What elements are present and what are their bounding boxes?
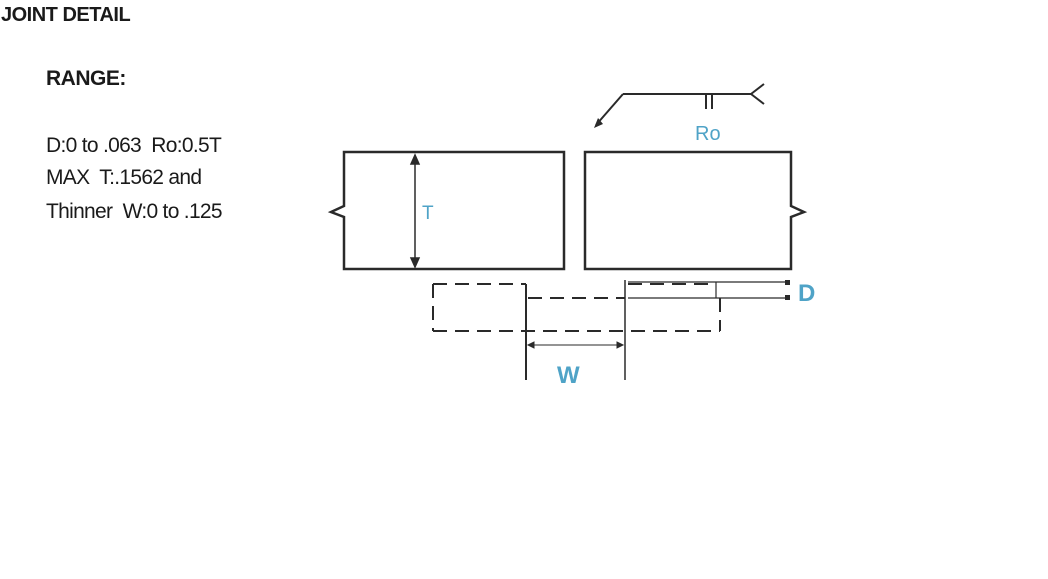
width-dimension	[526, 341, 625, 349]
depth-dimension	[628, 281, 790, 299]
range-line-2: MAX T:.1562 and	[46, 166, 202, 189]
depth-dimension-ticks	[785, 280, 790, 300]
ro-label: Ro	[695, 123, 721, 145]
range-line-3: Thinner W:0 to .125	[46, 200, 223, 223]
right-plate	[583, 150, 808, 271]
range-line-1: D:0 to .063 Ro:0.5T	[46, 134, 222, 157]
thickness-dimension	[409, 153, 421, 269]
page-title: JOINT DETAIL	[1, 4, 131, 26]
width-reference-lines	[525, 280, 626, 380]
range-heading: RANGE:	[46, 67, 126, 90]
t-label: T	[422, 203, 434, 224]
weld-symbol	[595, 83, 765, 126]
backing-outline	[432, 283, 721, 332]
arrow-head	[594, 118, 603, 128]
w-label: W	[557, 362, 580, 389]
d-label: D	[798, 280, 815, 307]
left-plate	[327, 150, 566, 271]
